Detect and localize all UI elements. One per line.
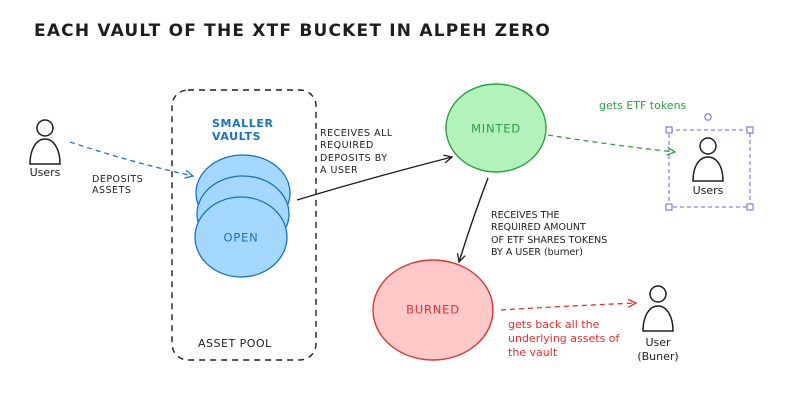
- gets-back-line: the vault: [508, 345, 558, 359]
- receives-all-label: RECEIVES ALL REQUIRED DEPOSITS BY A USER: [320, 128, 393, 177]
- minted-label: MINTED: [471, 121, 521, 136]
- burned-node: [372, 259, 494, 361]
- gets-back-line: gets back all the: [508, 318, 600, 331]
- burned-label: BURNED: [406, 302, 460, 317]
- users-left-label: Users: [29, 166, 61, 179]
- user-burner-icon: [642, 285, 674, 332]
- users-right-icon: [692, 137, 724, 182]
- selection-box: [665, 113, 754, 211]
- gets-back-label: gets back all the underlying assets of t…: [508, 318, 619, 359]
- burned-to-user-arrow: [500, 303, 636, 311]
- asset-pool-label: ASSET POOL: [198, 337, 272, 350]
- receives-all-line: DEPOSITS BY: [320, 152, 388, 164]
- user-burner-line: User: [645, 336, 671, 349]
- user-burner-line: (Buner): [637, 350, 679, 364]
- receives-required-line: OF ETF SHARES TOKENS: [491, 234, 608, 246]
- deposits-assets-line: ASSETS: [92, 184, 132, 196]
- users-left-icon: [29, 119, 61, 165]
- minted-node: [445, 83, 547, 173]
- smaller-vaults-label: SMALLER VAULTS: [212, 117, 274, 143]
- receives-required-line: REQUIRED AMOUNT: [491, 222, 586, 234]
- receives-required-line: RECEIVES THE: [491, 210, 560, 221]
- receives-all-line: A USER: [320, 165, 359, 177]
- receives-all-line: RECEIVES ALL: [320, 128, 393, 139]
- receives-required-line: BY A USER (burner): [491, 247, 583, 259]
- receives-all-line: REQUIRED: [320, 140, 374, 152]
- users-right-label: Users: [692, 184, 724, 197]
- minted-to-burned-arrow: [459, 177, 489, 262]
- smaller-vaults-stack: [194, 154, 291, 278]
- open-label: OPEN: [223, 230, 259, 245]
- gets-back-line: underlying assets of: [508, 331, 620, 345]
- deposit-arrow: [69, 141, 193, 176]
- user-burner-label: User (Buner): [637, 336, 678, 365]
- deposits-assets-label: DEPOSITS ASSETS: [92, 174, 144, 197]
- vault-circle: [194, 196, 288, 278]
- smaller-vaults-line: SMALLER: [212, 117, 274, 130]
- receives-required-label: RECEIVES THE REQUIRED AMOUNT OF ETF SHAR…: [491, 210, 607, 259]
- minted-to-users-arrow: [547, 134, 675, 152]
- smaller-vaults-line: VAULTS: [212, 129, 262, 143]
- asset-pool-box: [171, 89, 317, 361]
- deposits-assets-line: DEPOSITS: [92, 174, 144, 185]
- pool-to-minted-arrow: [296, 157, 452, 201]
- gets-etf-tokens-label: gets ETF tokens: [599, 99, 687, 112]
- diagram-title: EACH VAULT OF THE XTF BUCKET IN ALPEH ZE…: [34, 21, 552, 41]
